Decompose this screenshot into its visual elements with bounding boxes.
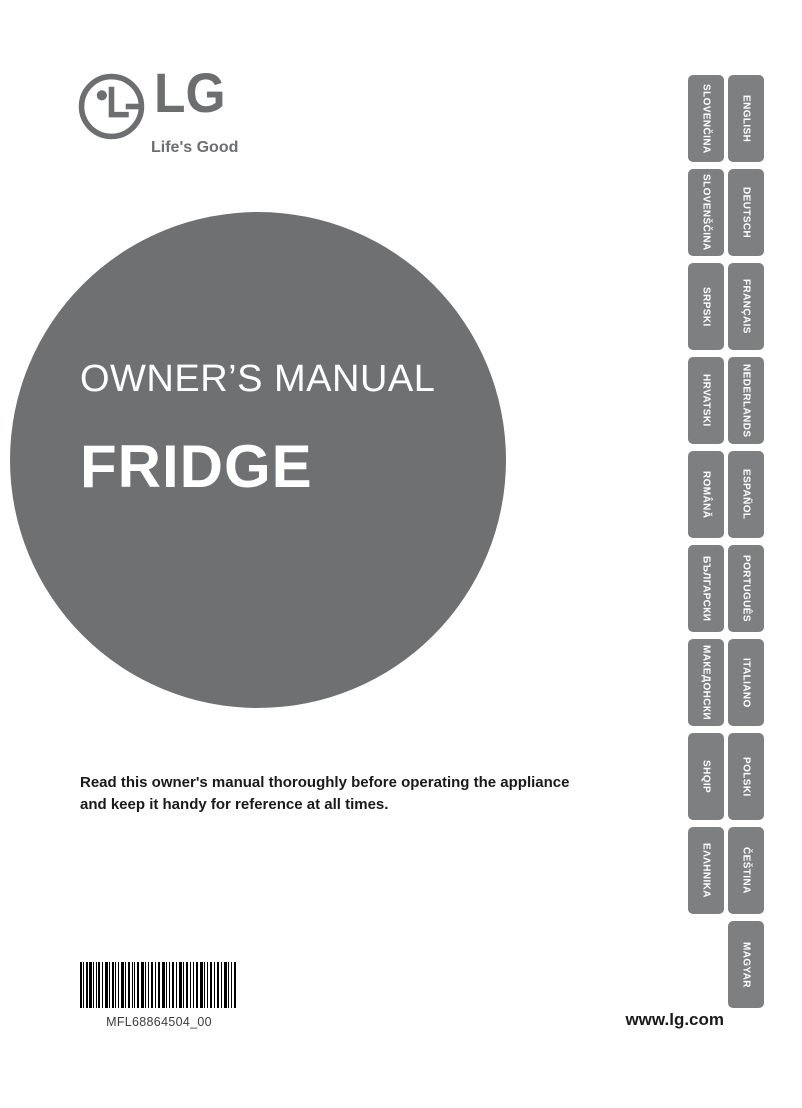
cover-product-title: FRIDGE — [80, 433, 313, 500]
language-tab-makedonski: МАКЕДОНСКИ — [688, 639, 724, 726]
language-tab-bulgarski: БЪЛГАРСКИ — [688, 545, 724, 632]
language-tab-portugues: PORTUGUÊS — [728, 545, 764, 632]
notice-text: Read this owner's manual thoroughly befo… — [80, 774, 570, 814]
barcode: MFL68864504_00 — [80, 962, 238, 1029]
part-number: MFL68864504_00 — [106, 1015, 212, 1029]
language-tab-hrvatski: HRVATSKI — [688, 357, 724, 444]
language-tab-romana: ROMÂNĂ — [688, 451, 724, 538]
language-tab-francais: FRANÇAIS — [728, 263, 764, 350]
language-tab-slovenscina: SLOVENŠČINA — [688, 169, 724, 256]
language-tab-srpski: SRPSKI — [688, 263, 724, 350]
language-tab-espanol: ESPAÑOL — [728, 451, 764, 538]
barcode-icon — [80, 962, 236, 1008]
language-tab-slovencina: SLOVENČINA — [688, 75, 724, 162]
lg-symbol-icon — [78, 73, 145, 140]
language-tab-ellinika: ΕΛΛΗΝΙΚΑ — [688, 827, 724, 914]
language-tab-cestina: ČEŠTINA — [728, 827, 764, 914]
language-tab-english: ENGLISH — [728, 75, 764, 162]
cover-title: OWNER’S MANUAL — [80, 358, 436, 400]
lg-wordmark: LG — [154, 61, 226, 124]
language-tab-nederlands: NEDERLANDS — [728, 357, 764, 444]
language-tab-deutsch: DEUTSCH — [728, 169, 764, 256]
cover-circle — [10, 212, 506, 708]
language-tab-italiano: ITALIANO — [728, 639, 764, 726]
language-tab-shqip: SHQIP — [688, 733, 724, 820]
language-tab-polski: POLSKI — [728, 733, 764, 820]
website-link[interactable]: www.lg.com — [625, 1010, 724, 1029]
language-tab-magyar: MAGYAR — [728, 921, 764, 1008]
lg-tagline: Life's Good — [151, 139, 239, 156]
